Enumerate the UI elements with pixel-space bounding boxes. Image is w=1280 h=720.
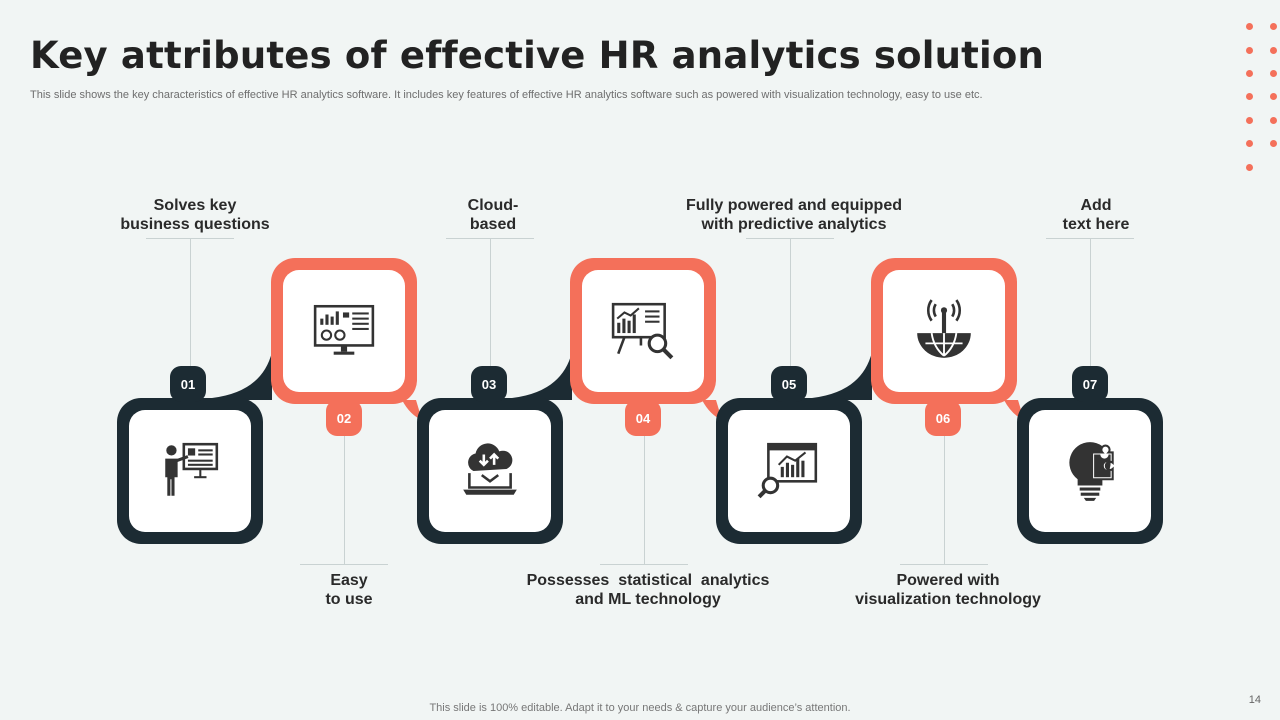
step-label-07: Add text here — [986, 196, 1206, 234]
guide-line-01 — [190, 238, 191, 366]
label-rule-01 — [146, 238, 234, 239]
step-label-02-line2: to use — [325, 591, 373, 608]
step-tile-06 — [871, 258, 1017, 404]
bulb-puzzle-icon — [1069, 442, 1114, 501]
step-tile-04 — [570, 258, 716, 404]
page-number: 14 — [1248, 694, 1261, 706]
browser-chart-search-icon — [757, 442, 818, 499]
step-label-01: Solves key business questions — [85, 196, 305, 234]
cloud-laptop-icon — [463, 443, 517, 495]
step-label-03-line1: Cloud- — [467, 197, 519, 214]
label-rule-06 — [900, 564, 988, 565]
step-label-06: Powered with visualization technology — [818, 571, 1078, 609]
step-label-01-line2: business questions — [120, 216, 270, 233]
guide-line-07 — [1090, 238, 1091, 366]
step-label-05: Fully powered and equipped with predicti… — [654, 196, 934, 234]
step-label-02: Easy to use — [239, 571, 459, 609]
step-label-07-line2: text here — [1062, 216, 1130, 233]
step-label-03: Cloud- based — [383, 196, 603, 234]
antenna-globe-icon — [917, 299, 971, 358]
step-tile-02 — [271, 258, 417, 404]
guide-line-02 — [344, 436, 345, 564]
guide-line-04 — [644, 436, 645, 564]
step-label-05-line1: Fully powered and equipped — [685, 197, 902, 214]
step-label-05-line2: with predictive analytics — [701, 216, 887, 233]
step-label-01-line1: Solves key — [153, 197, 237, 214]
step-badge-05: 05 — [771, 366, 807, 402]
step-label-06-line1: Powered with — [896, 572, 1000, 589]
step-badge-04: 04 — [625, 400, 661, 436]
label-rule-04 — [600, 564, 688, 565]
step-label-03-line2: based — [469, 216, 517, 233]
label-rule-05 — [746, 238, 834, 239]
step-label-04-line1: Possesses statistical analytics — [526, 572, 770, 589]
label-rule-07 — [1046, 238, 1134, 239]
slide-footer-note: This slide is 100% editable. Adapt it to… — [429, 702, 851, 714]
step-tile-07 — [1017, 398, 1163, 544]
guide-line-06 — [944, 436, 945, 564]
label-rule-03 — [446, 238, 534, 239]
step-badge-07: 07 — [1072, 366, 1108, 402]
guide-line-03 — [490, 238, 491, 366]
step-tile-03 — [417, 398, 563, 544]
slide-subtitle: This slide shows the key characteristics… — [30, 89, 983, 101]
slide-title: Key attributes of effective HR analytics… — [30, 34, 1045, 77]
step-badge-02: 02 — [326, 400, 362, 436]
step-label-07-line1: Add — [1080, 197, 1112, 214]
decorative-dots — [1244, 20, 1280, 175]
step-tile-01 — [117, 398, 263, 544]
step-badge-01: 01 — [170, 366, 206, 402]
chart-board-search-icon — [611, 302, 674, 360]
step-label-02-line1: Easy — [330, 572, 368, 589]
step-tile-05 — [716, 398, 862, 544]
step-label-04: Possesses statistical analytics and ML t… — [503, 571, 793, 609]
step-label-06-line2: visualization technology — [855, 591, 1041, 608]
guide-line-05 — [790, 238, 791, 366]
step-label-04-line2: and ML technology — [575, 591, 721, 608]
label-rule-02 — [300, 564, 388, 565]
presenter-board-icon — [165, 442, 219, 496]
monitor-dashboard-icon — [313, 304, 375, 355]
step-badge-03: 03 — [471, 366, 507, 402]
step-badge-06: 06 — [925, 400, 961, 436]
